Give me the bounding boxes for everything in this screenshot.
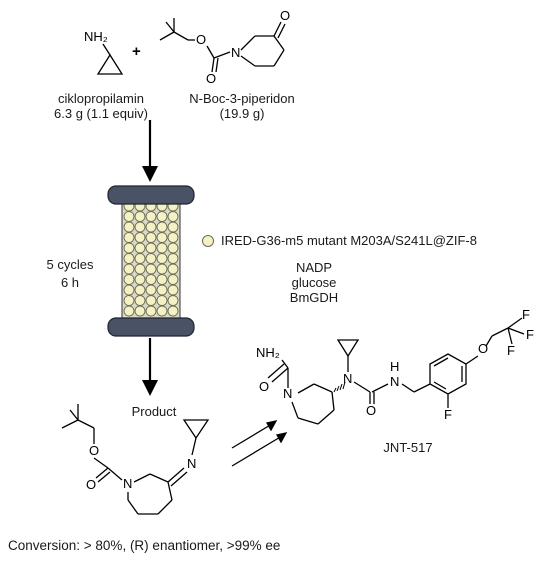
jnt-carbonyl-o-label: O <box>366 403 377 418</box>
enzyme-bead <box>167 263 179 275</box>
enzyme-bead <box>156 242 168 254</box>
boc-ether-o-label: O <box>196 32 207 47</box>
enzyme-bead <box>145 211 157 222</box>
reactant-plus-sign: + <box>132 43 141 60</box>
enzyme-bead <box>123 211 135 222</box>
enzyme-bead <box>167 211 179 222</box>
enzyme-bead <box>134 263 146 275</box>
cycles-label: 5 cycles <box>46 257 94 272</box>
enzyme-bead <box>156 284 168 296</box>
enzyme-bead <box>134 284 146 296</box>
enzyme-bead <box>156 253 168 264</box>
enzyme-bead <box>145 274 157 285</box>
enzyme-bead <box>134 305 146 317</box>
enzyme-bead <box>167 284 179 296</box>
jnt-urea-o-label: O <box>259 379 270 394</box>
packed-bed-reactor <box>107 185 195 337</box>
enzyme-bead <box>167 274 179 285</box>
arrow-to-product <box>142 338 158 396</box>
product-label: Product <box>131 404 177 419</box>
jnt-517-label: JNT-517 <box>383 440 433 455</box>
enzyme-bead <box>145 242 157 254</box>
enzyme-bead <box>156 221 168 233</box>
amine-nh2-label: NH₂ <box>84 29 108 44</box>
cofactor-nadp: NADP <box>295 260 333 275</box>
cyclopropylamine-structure <box>96 43 124 75</box>
enzyme-bead <box>167 295 179 306</box>
piperidone-n-label: N <box>231 45 241 60</box>
boc-piperidone-structure <box>159 18 286 73</box>
enzyme-bead <box>145 221 157 233</box>
jnt-nh2-label: NH₂ <box>256 345 280 360</box>
enzyme-beads <box>123 200 179 317</box>
jnt-cf3-f3-label: F <box>507 343 515 358</box>
amine-amount: 6.3 g (1.1 equiv) <box>54 106 148 121</box>
enzyme-bead <box>123 242 135 254</box>
enzyme-bead <box>145 295 157 306</box>
enzyme-bead <box>156 211 168 222</box>
enzyme-bead <box>123 295 135 306</box>
ketone-name: N-Boc-3-piperidon <box>189 91 295 106</box>
imine-boc-ether-o-label: O <box>89 443 100 458</box>
enzyme-bead <box>123 221 135 233</box>
time-label: 6 h <box>60 275 80 290</box>
enzyme-bead <box>145 263 157 275</box>
jnt-517-structure <box>267 317 525 425</box>
jnt-amine-n-label: N <box>343 371 353 386</box>
ketone-amount: (19.9 g) <box>219 106 265 121</box>
conversion-arrows <box>231 420 288 467</box>
enzyme-bead <box>145 284 157 296</box>
enzyme-bead <box>123 305 135 317</box>
enzyme-bead <box>134 242 146 254</box>
enzyme-bead <box>134 253 146 264</box>
jnt-nh-h-label: H <box>390 359 400 374</box>
jnt-nh-n-label: N <box>390 374 400 389</box>
enzyme-bead <box>145 253 157 264</box>
jnt-fluoro-label: F <box>444 407 452 422</box>
jnt-cf3-f2-label: F <box>526 327 534 342</box>
enzyme-bead <box>123 253 135 264</box>
enzyme-bead <box>134 232 146 243</box>
jnt-ring-n-label: N <box>283 386 293 401</box>
imine-ring-n-label: N <box>123 476 133 491</box>
amine-name: ciklopropilamin <box>58 91 144 106</box>
catalyst-bead-icon <box>202 235 214 247</box>
enzyme-bead <box>123 274 135 285</box>
enzyme-bead <box>134 274 146 285</box>
enzyme-bead <box>156 295 168 306</box>
enzyme-bead <box>167 242 179 254</box>
enzyme-bead <box>145 305 157 317</box>
enzyme-bead <box>156 263 168 275</box>
cofactor-bmgdh: BmGDH <box>289 290 339 305</box>
enzyme-bead <box>145 232 157 243</box>
enzyme-bead <box>167 232 179 243</box>
cofactor-glucose: glucose <box>291 275 337 290</box>
enzyme-bead <box>123 232 135 243</box>
enzyme-bead <box>156 305 168 317</box>
boc-carbonyl-o-label: O <box>206 71 217 86</box>
enzyme-bead <box>167 305 179 317</box>
ketone-o-label: O <box>280 8 291 23</box>
enzyme-bead <box>156 274 168 285</box>
enzyme-bead <box>123 263 135 275</box>
jnt-ether-o-label: O <box>478 341 489 356</box>
catalyst-label: IRED-G36-m5 mutant M203A/S241L@ZIF-8 <box>221 233 477 248</box>
imine-product-structure <box>61 404 210 515</box>
jnt-cf3-f1-label: F <box>522 307 530 322</box>
enzyme-bead <box>123 284 135 296</box>
arrow-to-reactor <box>142 120 158 182</box>
enzyme-bead <box>167 253 179 264</box>
enzyme-bead <box>134 295 146 306</box>
enzyme-bead <box>167 221 179 233</box>
imine-boc-carbonyl-o-label: O <box>86 477 97 492</box>
enzyme-bead <box>134 221 146 233</box>
enzyme-bead <box>134 211 146 222</box>
enzyme-bead <box>156 232 168 243</box>
imine-n-label: N <box>187 456 197 471</box>
conversion-footer: Conversion: > 80%, (R) enantiomer, >99% … <box>8 538 281 553</box>
